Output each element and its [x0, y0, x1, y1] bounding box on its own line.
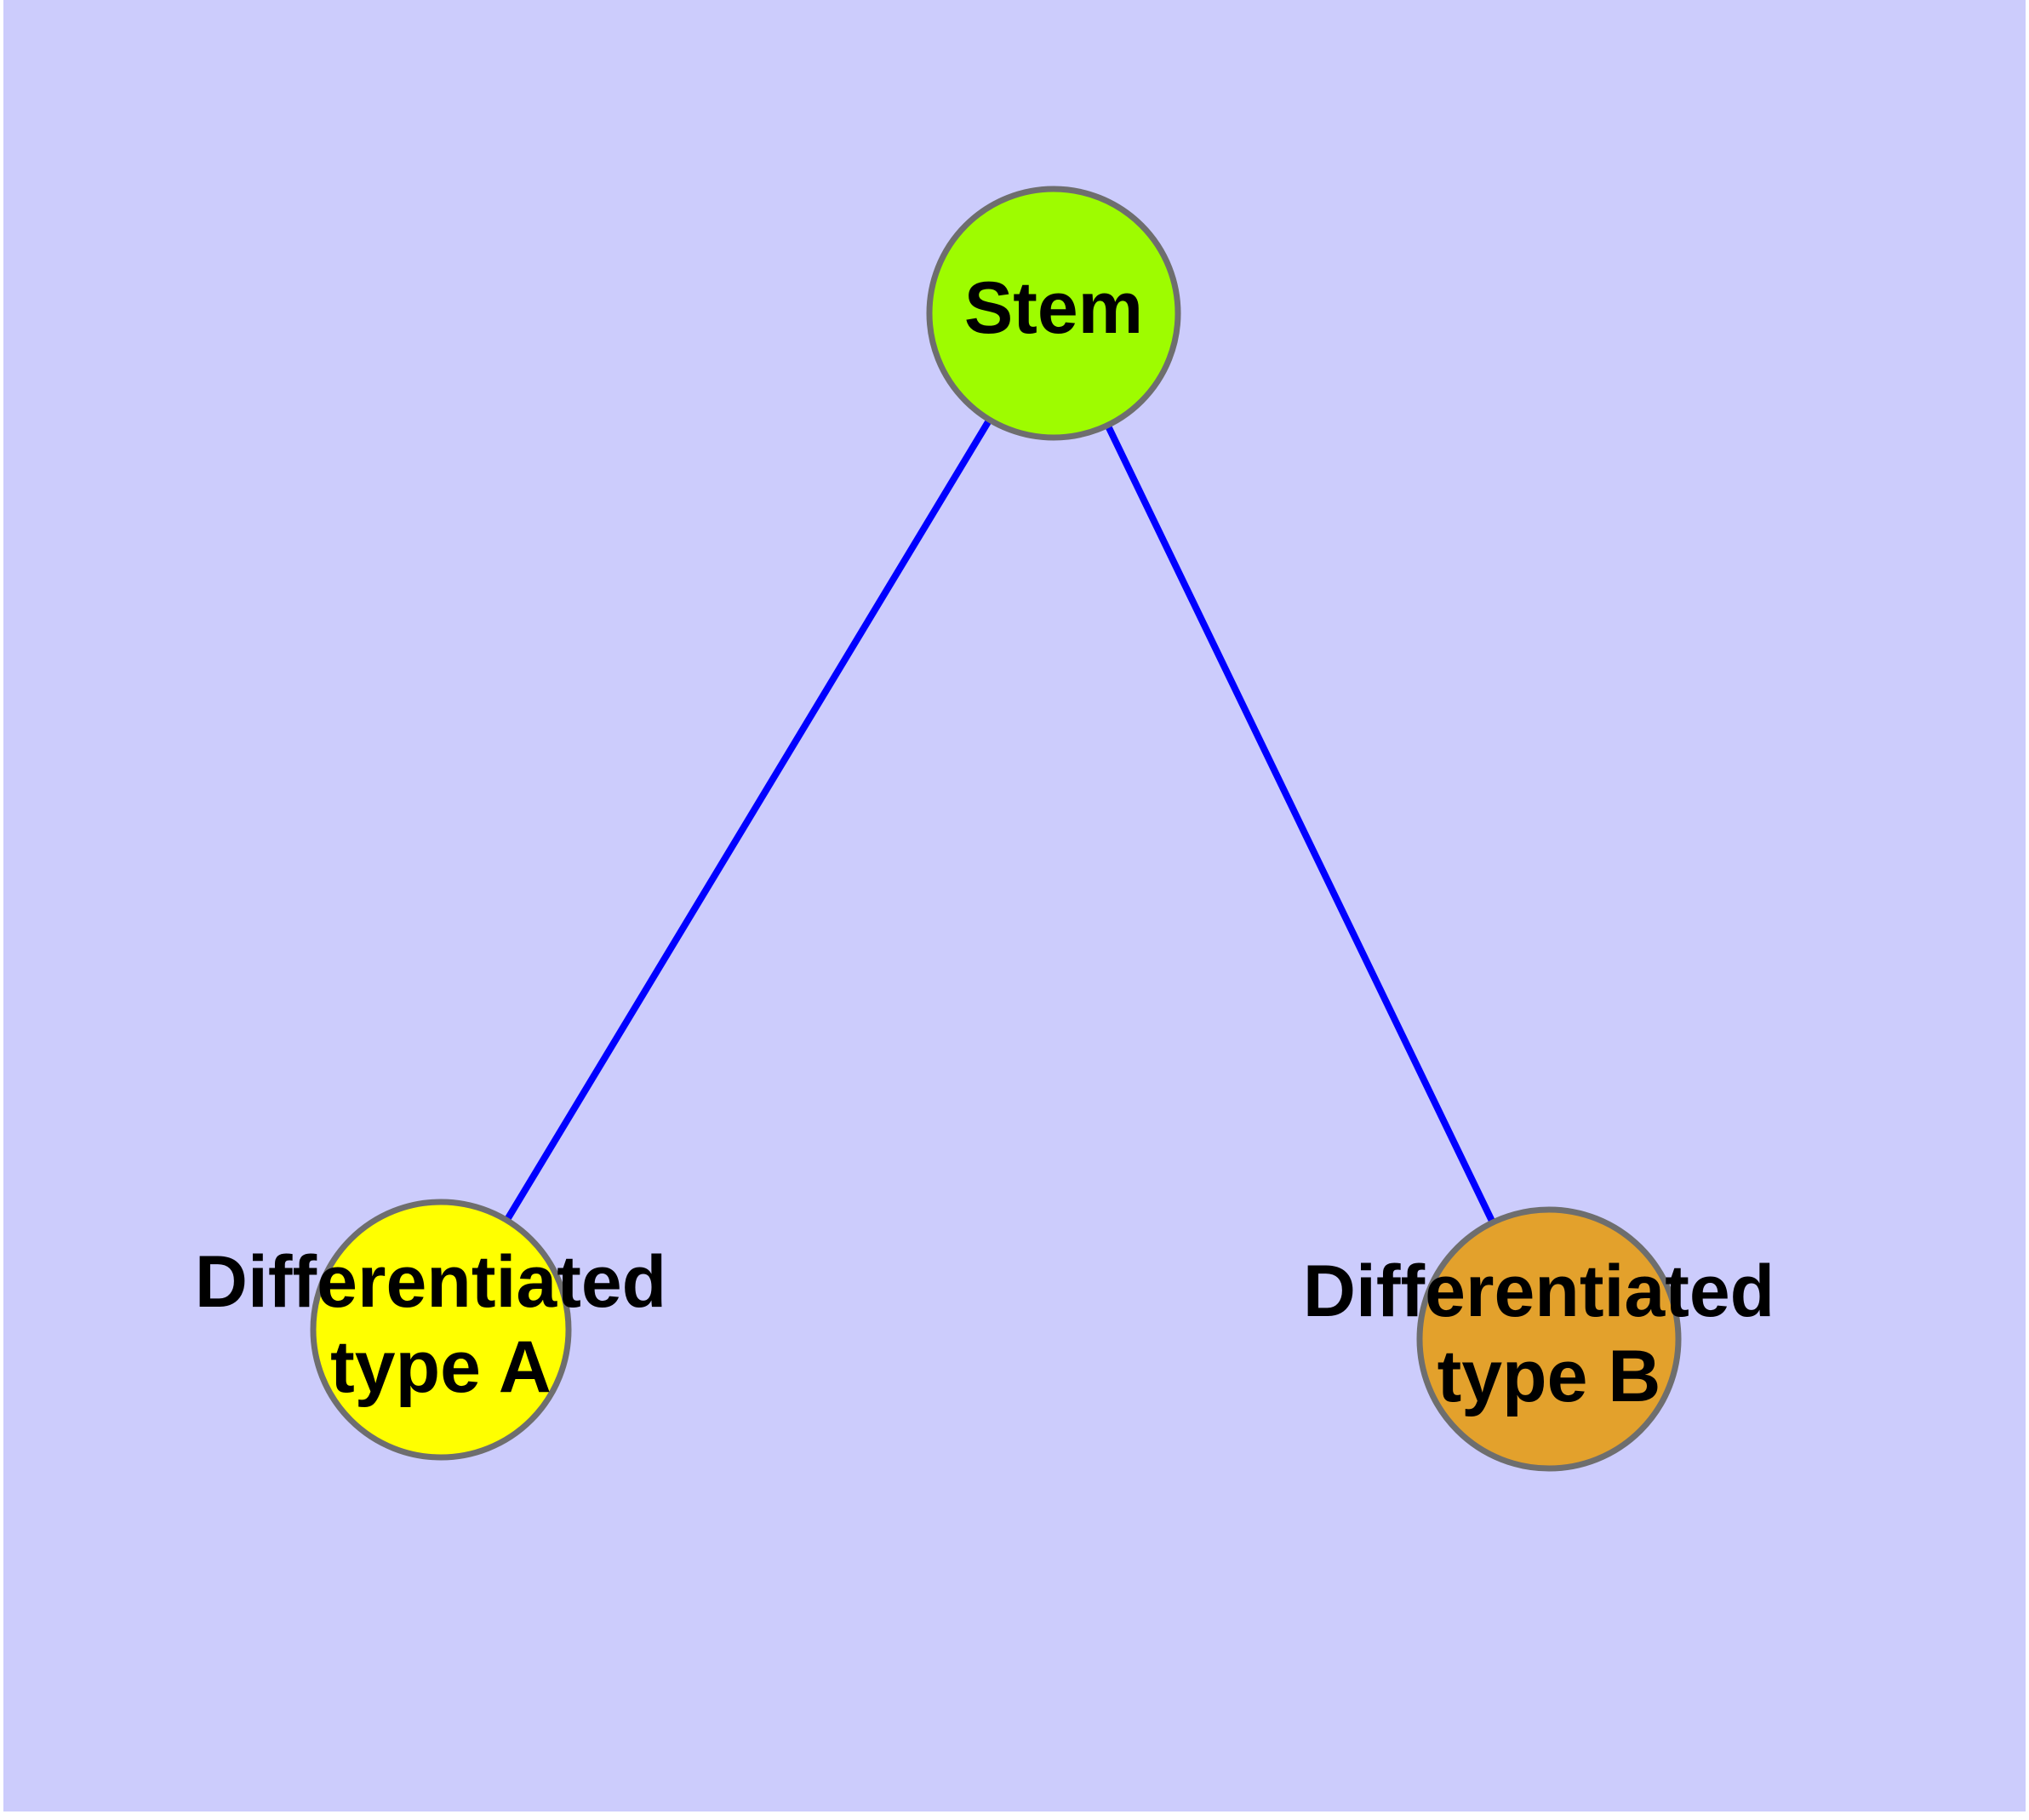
label-layer: Stem Differentiated type A Differentiate… — [195, 267, 1795, 1417]
node-layer — [310, 186, 1682, 1472]
node-differentiated-type-a-label-line-2: type A — [330, 1326, 552, 1408]
node-differentiated-type-b-label-line-2: type B — [1437, 1336, 1661, 1417]
edge-layer — [505, 419, 1495, 1223]
node-differentiated-type-a-circle[interactable] — [310, 1199, 572, 1461]
node-differentiated-type-b-label: Differentiated type B — [1303, 1251, 1795, 1417]
node-differentiated-type-a-label-line-1: Differentiated — [195, 1241, 666, 1323]
node-differentiated-type-b-circle[interactable] — [1416, 1206, 1682, 1472]
node-stem-circle[interactable] — [926, 186, 1181, 441]
node-stem-label: Stem — [964, 267, 1143, 349]
edge-stem-to-diff-a[interactable] — [505, 419, 992, 1221]
node-stem-label-line-1: Stem — [964, 267, 1143, 349]
edge-stem-to-diff-b[interactable] — [1105, 425, 1495, 1223]
node-differentiated-type-a-label: Differentiated type A — [195, 1241, 687, 1408]
node-stem[interactable] — [926, 186, 1181, 441]
node-differentiated-type-b-label-line-1: Differentiated — [1303, 1251, 1775, 1332]
node-differentiated-type-a[interactable] — [310, 1199, 572, 1461]
node-differentiated-type-b[interactable] — [1416, 1206, 1682, 1472]
